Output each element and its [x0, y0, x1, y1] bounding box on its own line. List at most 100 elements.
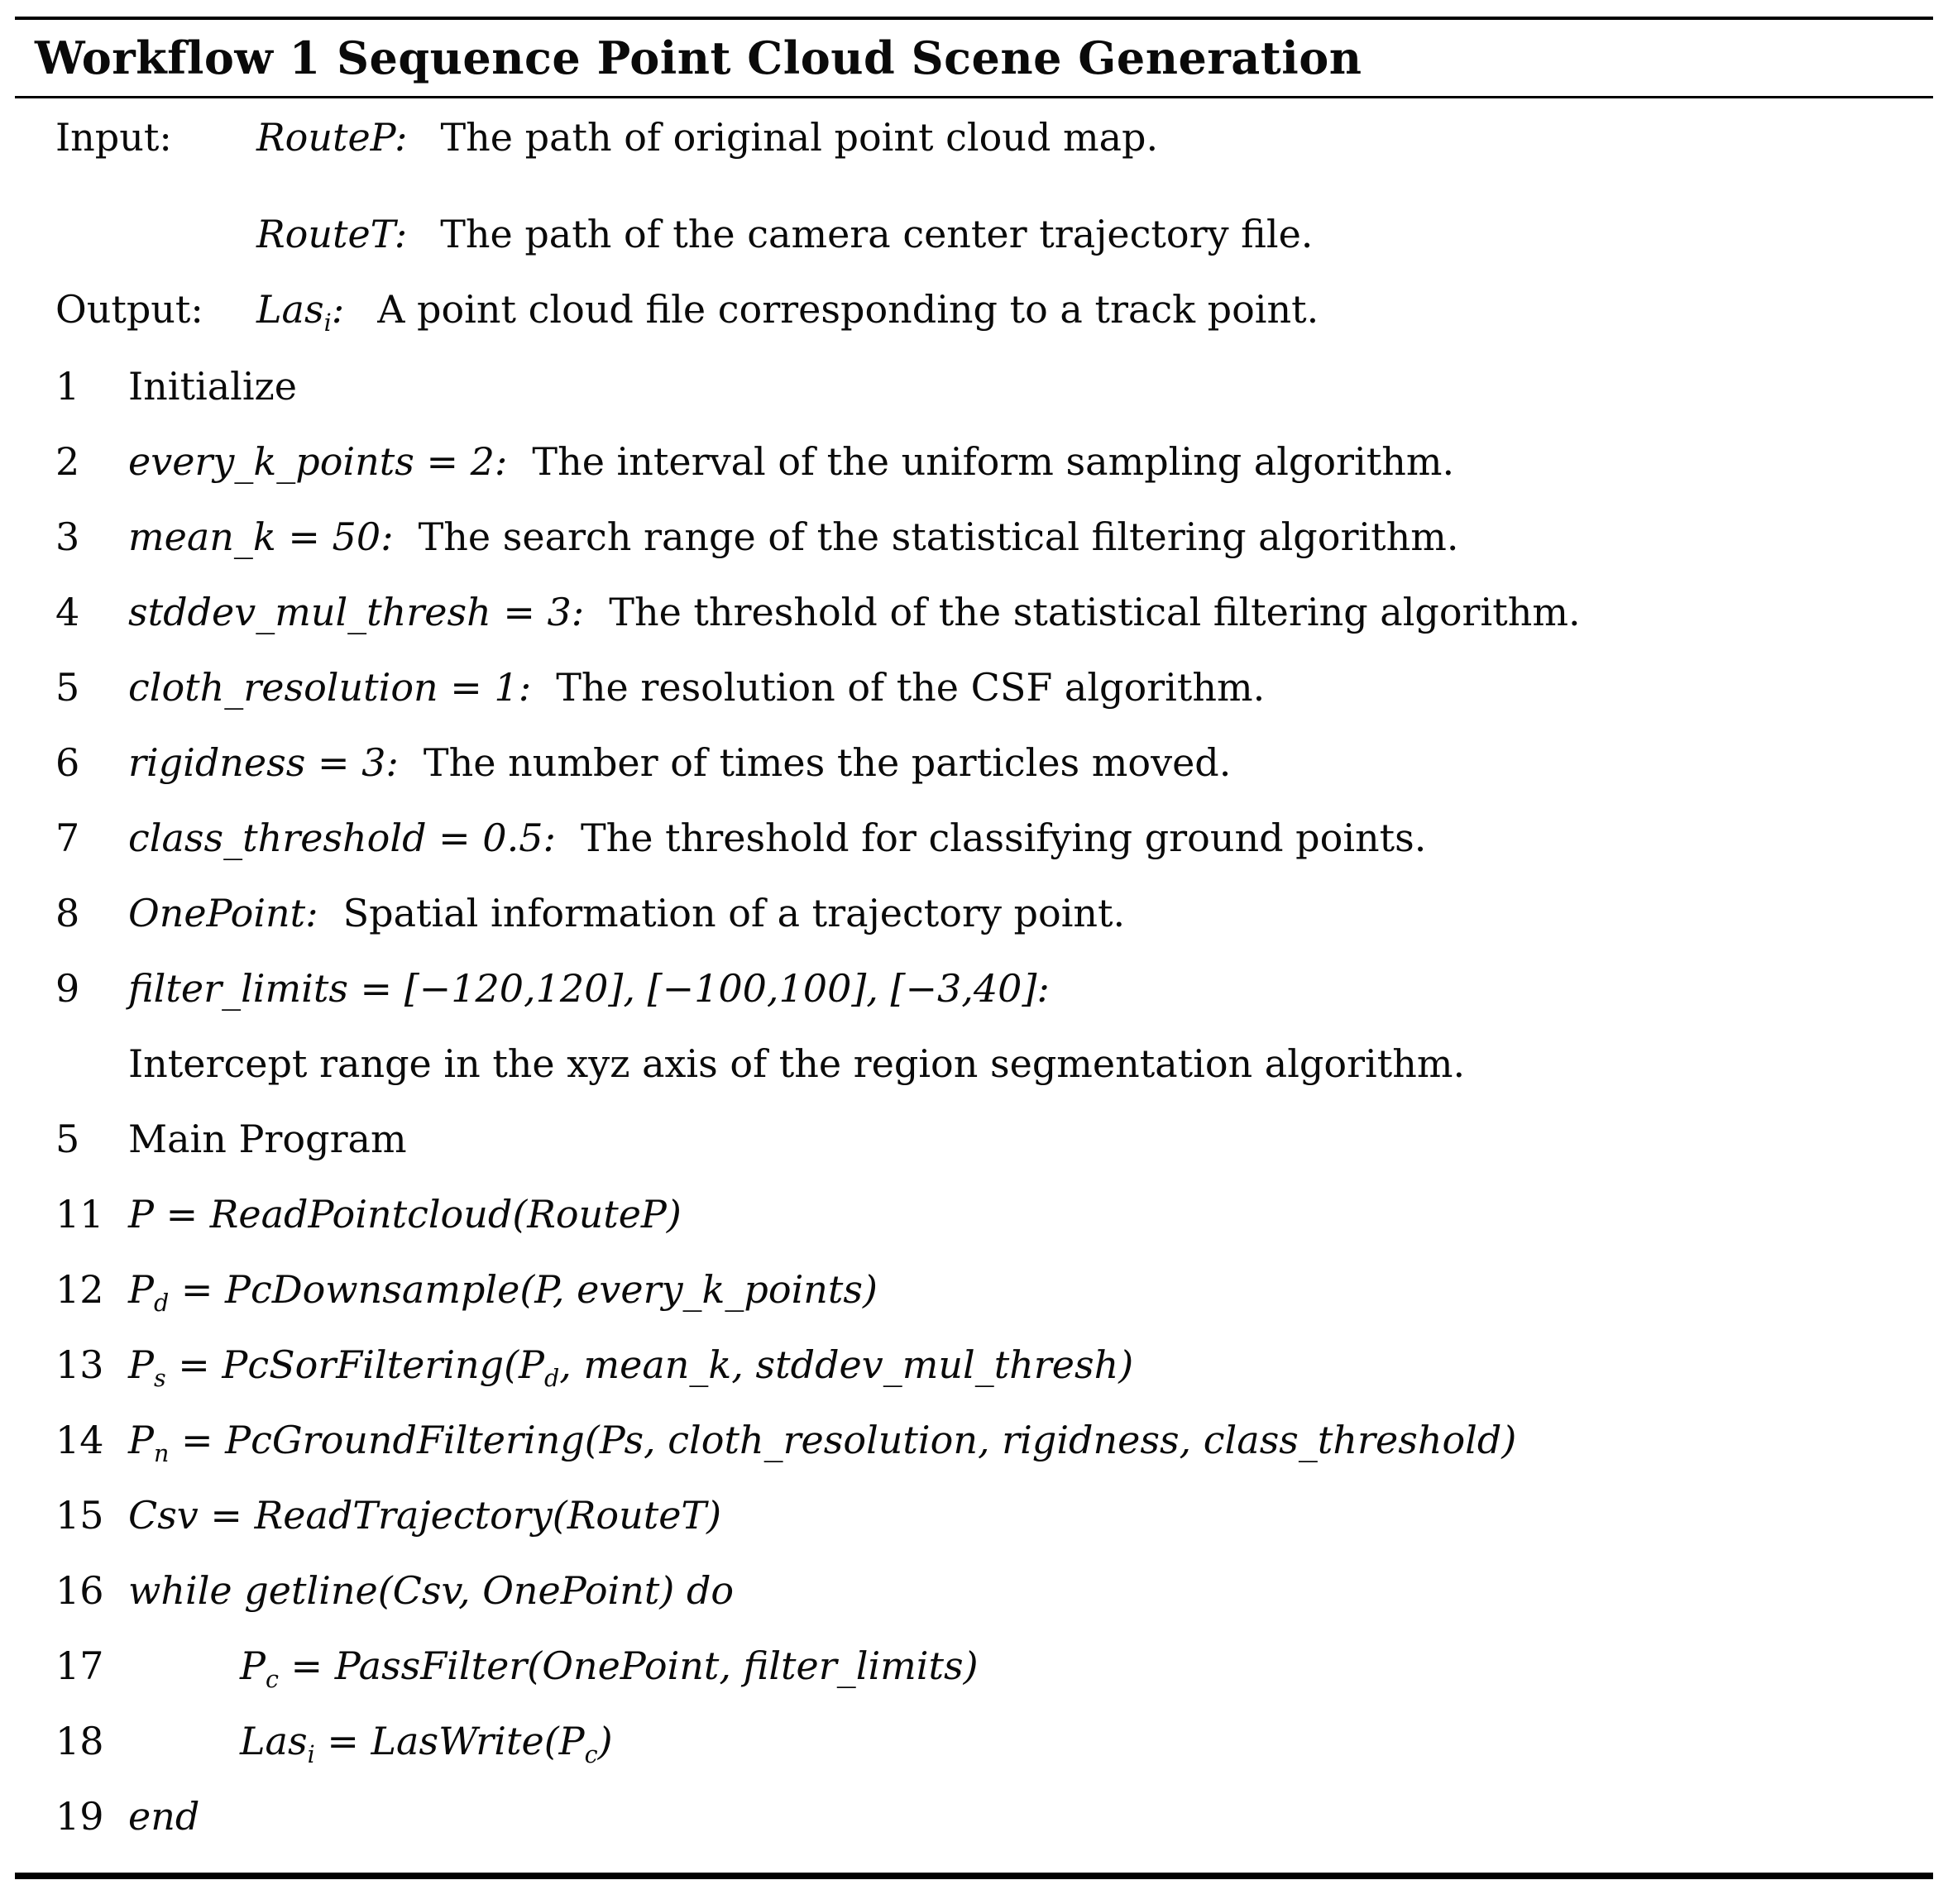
io-description: The path of original point cloud map. [440, 115, 1159, 160]
line-code: Ps = PcSorFiltering(Pd, mean_k, stddev_m… [128, 1342, 1134, 1393]
io-description: A point cloud file corresponding to a tr… [377, 287, 1319, 332]
line-number: 11 [55, 1192, 104, 1237]
line-statement: while getline(Csv, OnePoint) do [128, 1569, 734, 1613]
line-code: end [128, 1794, 200, 1839]
line-code: OnePoint: [128, 891, 318, 936]
line-statement: Csv = ReadTrajectory(RouteT) [128, 1494, 721, 1538]
line-statement: class_threshold = 0.5: The threshold for … [128, 816, 1426, 860]
line-text: Intercept range in the xyz axis of the r… [128, 1041, 1466, 1087]
line-description: The search range of the statistical filt… [418, 514, 1459, 560]
workflow-line: 14 Pn = PcGroundFiltering(Ps, cloth_reso… [15, 1403, 1933, 1478]
line-code: cloth_resolution = 1: [128, 665, 532, 710]
line-number: 5 [55, 665, 80, 710]
line-statement: rigidness = 3: The number of times the pa… [128, 741, 1231, 785]
workflow-line: 15 Csv = ReadTrajectory(RouteT) [15, 1478, 1933, 1553]
workflow-line: 16 while getline(Csv, OnePoint) do [15, 1553, 1933, 1629]
workflow-line: 11 P = ReadPointcloud(RouteP) [15, 1177, 1933, 1252]
line-code: Lasi = LasWrite(Pc) [240, 1719, 613, 1769]
line-description: The threshold for classifying ground poi… [580, 816, 1427, 861]
code-section: 1 Initialize 2 every_k_points = 2: The in… [15, 347, 1933, 1854]
line-code: filter_limits = [−120,120], [−100,100], … [128, 966, 1050, 1012]
line-code: P = ReadPointcloud(RouteP) [128, 1192, 682, 1237]
line-description: The threshold of the statistical filteri… [609, 590, 1581, 635]
line-description: The resolution of the CSF algorithm. [556, 665, 1266, 710]
title-row: Workflow 1 Sequence Point Cloud Scene Ge… [15, 20, 1933, 96]
line-statement: cloth_resolution = 1: The resolution of t… [128, 666, 1265, 710]
line-statement: every_k_points = 2: The interval of the u… [128, 440, 1454, 484]
line-number: 6 [55, 740, 80, 786]
top-rule [15, 17, 1933, 20]
line-number: 4 [55, 590, 80, 635]
line-number: 3 [55, 514, 80, 560]
line-number: 9 [55, 966, 80, 1012]
io-variable: RouteT: [256, 212, 408, 257]
workflow-line: 8 OnePoint: Spatial information of a traj… [15, 876, 1933, 951]
workflow-line: 18 Lasi = LasWrite(Pc) [15, 1704, 1933, 1779]
line-code: class_threshold = 0.5: [128, 816, 556, 861]
line-statement: Intercept range in the xyz axis of the r… [128, 1042, 1465, 1086]
io-variable: RouteP: [256, 115, 408, 160]
line-number: 19 [55, 1794, 104, 1839]
line-code: stddev_mul_thresh = 3: [128, 590, 585, 635]
line-text: Initialize [128, 364, 298, 409]
line-statement: Lasi = LasWrite(Pc) [240, 1719, 613, 1769]
line-description: The interval of the uniform sampling alg… [532, 439, 1455, 485]
line-number: 8 [55, 891, 80, 936]
line-code: Pc = PassFilter(OnePoint, filter_limits) [240, 1643, 979, 1694]
line-number: 12 [55, 1267, 104, 1313]
workflow-line: 6 rigidness = 3: The number of times the … [15, 725, 1933, 801]
title-rule [15, 96, 1933, 98]
workflow-line: 17 Pc = PassFilter(OnePoint, filter_limi… [15, 1629, 1933, 1704]
line-code: every_k_points = 2: [128, 439, 508, 485]
workflow-line: 5 cloth_resolution = 1: The resolution of… [15, 650, 1933, 725]
line-number: 1 [55, 364, 80, 409]
workflow-line: Intercept range in the xyz axis of the r… [15, 1026, 1933, 1102]
workflow-line: 4 stddev_mul_thresh = 3: The threshold of… [15, 575, 1933, 650]
line-statement: OnePoint: Spatial information of a trajec… [128, 892, 1125, 935]
io-variable: Lasi: [256, 287, 345, 337]
workflow-line: 3 mean_k = 50:The search range of the st… [15, 500, 1933, 575]
line-number: 2 [55, 439, 80, 485]
line-code: Pd = PcDownsample(P, every_k_points) [128, 1267, 878, 1318]
line-statement: Main Program [128, 1117, 407, 1161]
io-label: Input: [55, 115, 172, 160]
line-number: 18 [55, 1719, 104, 1764]
line-code: Pn = PcGroundFiltering(Ps, cloth_resolut… [128, 1418, 1517, 1468]
io-row: RouteT: The path of the camera center tr… [15, 197, 1933, 272]
line-statement: filter_limits = [−120,120], [−100,100], … [128, 967, 1050, 1011]
workflow-line: 5 Main Program [15, 1102, 1933, 1177]
line-code: rigidness = 3: [128, 740, 399, 786]
workflow-line: 13 Ps = PcSorFiltering(Pd, mean_k, stdde… [15, 1328, 1933, 1403]
line-statement: Pd = PcDownsample(P, every_k_points) [128, 1267, 878, 1318]
line-statement: stddev_mul_thresh = 3: The threshold of t… [128, 591, 1581, 634]
line-text: Main Program [128, 1117, 407, 1162]
bottom-rule [15, 1873, 1933, 1879]
io-label: Output: [55, 287, 203, 332]
line-number: 7 [55, 816, 80, 861]
line-statement: end [128, 1795, 199, 1839]
line-statement: Pc = PassFilter(OnePoint, filter_limits) [240, 1643, 979, 1694]
io-description: The path of the camera center trajectory… [440, 212, 1314, 257]
algorithm-inner: Workflow 1 Sequence Point Cloud Scene Ge… [15, 0, 1933, 1879]
workflow-line: 19 end [15, 1779, 1933, 1854]
io-row: Input: RouteP: The path of original poin… [15, 100, 1933, 175]
line-number: 15 [55, 1493, 104, 1538]
line-statement: mean_k = 50:The search range of the stat… [128, 515, 1459, 559]
line-number: 17 [55, 1643, 104, 1689]
line-description: The number of times the particles moved. [423, 740, 1232, 786]
line-statement: Initialize [128, 365, 297, 409]
io-section: Input: RouteP: The path of original poin… [15, 98, 1933, 347]
workflow-line: 12 Pd = PcDownsample(P, every_k_points) [15, 1252, 1933, 1328]
line-number: 14 [55, 1418, 104, 1463]
line-statement: P = ReadPointcloud(RouteP) [128, 1193, 682, 1237]
workflow-line: 2 every_k_points = 2: The interval of the… [15, 424, 1933, 500]
line-statement: Pn = PcGroundFiltering(Ps, cloth_resolut… [128, 1418, 1517, 1468]
line-number: 16 [55, 1568, 104, 1614]
line-number: 5 [55, 1117, 80, 1162]
line-code: Csv = ReadTrajectory(RouteT) [128, 1493, 722, 1538]
workflow-line: 1 Initialize [15, 349, 1933, 424]
workflow-title: Workflow 1 Sequence Point Cloud Scene Ge… [35, 31, 1362, 84]
line-description: Spatial information of a trajectory poin… [342, 891, 1126, 936]
io-row: Output: Lasi: A point cloud file corresp… [15, 272, 1933, 347]
